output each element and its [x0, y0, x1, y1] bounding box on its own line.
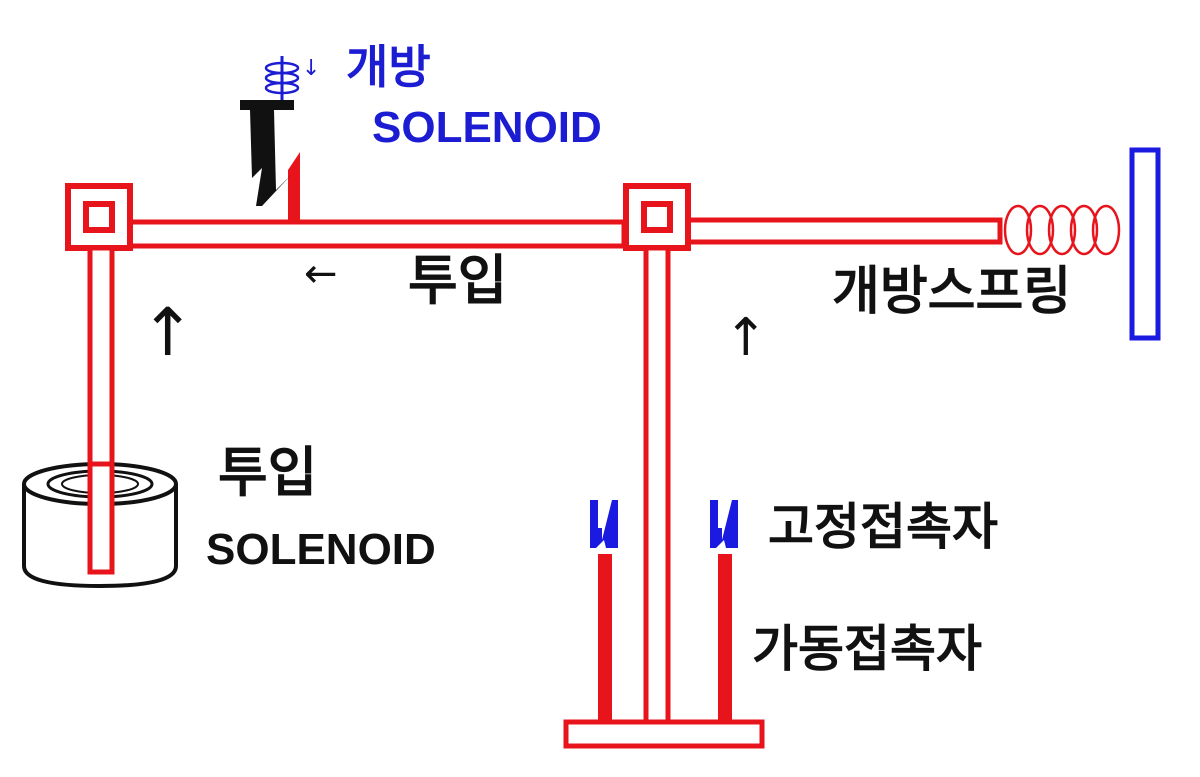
main-rod [125, 217, 1003, 249]
spring-icon [1003, 204, 1121, 256]
center-rod [643, 245, 671, 727]
fixed-contact-label: 고정접촉자 [768, 498, 998, 556]
base-plate [563, 719, 765, 749]
open-solenoid-label: SOLENOID [372, 103, 602, 152]
open-solenoid-label-ko: 개방 [346, 40, 431, 94]
close-direction-label: 투입 [408, 249, 508, 312]
spring-mount [1129, 147, 1161, 341]
up-arrow-left: ↑ [140, 294, 196, 371]
moving-contact-label: 가동접촉자 [752, 620, 982, 678]
close-solenoid-label: SOLENOID [206, 525, 436, 574]
latch-icon [240, 100, 294, 206]
fixed-contacts [590, 500, 738, 548]
coil-icon [264, 56, 300, 100]
close-solenoid-label-ko: 투입 [218, 441, 318, 504]
latch-catch [288, 152, 300, 222]
small-down-arrow: ↓ [302, 56, 321, 81]
left-pivot [65, 183, 133, 251]
center-pivot [623, 183, 691, 251]
moving-contacts [598, 554, 732, 724]
up-arrow-right: ↑ [724, 308, 768, 368]
close-direction-arrow: ← [304, 251, 338, 297]
open-spring-label: 개방스프링 [832, 262, 1072, 322]
solenoid-icon [22, 461, 178, 589]
